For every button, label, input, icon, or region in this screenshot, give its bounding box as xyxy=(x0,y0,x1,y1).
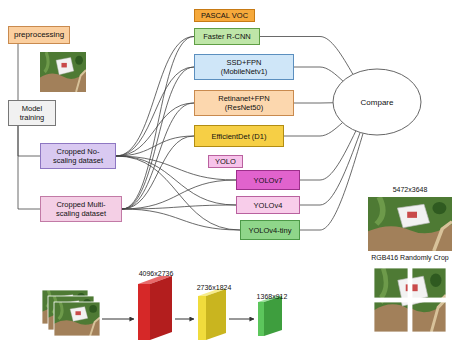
node-text: RGB416 Randomly Crop xyxy=(360,254,460,262)
process-box: EfficientDet (D1) xyxy=(194,125,284,147)
connector xyxy=(122,209,240,230)
feature-map xyxy=(138,284,150,340)
process-box: YOLOv4 xyxy=(236,196,300,214)
node-text: Faster R-CNN xyxy=(203,32,251,41)
connector xyxy=(122,103,194,209)
label-holder: 1368x912 xyxy=(257,285,288,303)
node-text: Cropped Multi-scaling dataset xyxy=(46,200,116,218)
compare-node: Compare xyxy=(332,68,422,136)
connector xyxy=(18,126,40,156)
node-text: Compare xyxy=(361,98,394,107)
flow-arrow xyxy=(102,319,134,320)
connector xyxy=(300,131,356,180)
connector xyxy=(300,133,363,230)
node-text: YOLOv7 xyxy=(254,176,283,185)
process-box: YOLOv7 xyxy=(236,170,300,190)
dimension-label: 2736x1824 xyxy=(197,284,232,292)
connector xyxy=(116,67,194,156)
process-box: Cropped Multi-scaling dataset xyxy=(40,196,122,222)
aerial-photo xyxy=(54,302,100,336)
photo-frame xyxy=(374,268,408,298)
process-box: Cropped No-scaling dataset xyxy=(40,143,116,169)
process-box: YOLOv4-tiny xyxy=(240,220,300,240)
connector xyxy=(122,37,194,210)
connector xyxy=(122,180,236,209)
connector xyxy=(300,132,360,205)
connector xyxy=(18,44,19,100)
process-box: Retinanet+FPN (ResNet50) xyxy=(194,90,294,116)
label-holder: 2736x1824 xyxy=(197,276,232,294)
aerial-photo xyxy=(40,52,86,92)
node-text: Retinanet+FPN (ResNet50) xyxy=(217,94,271,112)
flow-arrow xyxy=(229,319,254,320)
node-text: SSD+FPN (MobileNetv1) xyxy=(219,58,269,76)
feature-map xyxy=(150,276,172,340)
node-text: YOLOv4 xyxy=(254,201,283,210)
process-box: SSD+FPN (MobileNetv1) xyxy=(194,54,294,80)
node-text: preprocessing xyxy=(14,30,64,40)
group-heading: PASCAL VOC xyxy=(194,9,255,22)
label-holder: 4096x2736 xyxy=(139,262,174,280)
connector xyxy=(294,102,333,103)
dimension-label: 1368x912 xyxy=(257,293,288,301)
photo-frame xyxy=(374,302,408,332)
connector xyxy=(294,67,343,81)
process-box: Faster R-CNN xyxy=(194,28,260,45)
feature-map xyxy=(206,289,226,340)
group-heading: YOLO xyxy=(208,155,243,168)
model-group: PASCAL VOC Faster R-CNN SSD+FPN (MobileNet… xyxy=(146,4,312,152)
connector xyxy=(122,205,236,209)
node-text: YOLOv4-tiny xyxy=(249,226,292,235)
node-text: EfficientDet (D1) xyxy=(212,132,267,141)
connector xyxy=(122,67,194,209)
feature-map xyxy=(264,296,282,336)
node-text: Cropped No-scaling dataset xyxy=(46,147,110,165)
node-text: 5472x3648 xyxy=(360,186,460,194)
connector xyxy=(284,123,343,136)
flow-arrow xyxy=(175,319,194,320)
process-box: preprocessing xyxy=(8,26,70,44)
model-group: YOLO YOLOv7YOLOv4YOLOv4-tiny xyxy=(198,150,306,244)
group-fill xyxy=(360,183,460,341)
process-box: Model training xyxy=(8,100,56,126)
dimension-label: 4096x2736 xyxy=(139,270,174,278)
photo-frame xyxy=(412,302,446,332)
connector xyxy=(122,136,194,209)
compare-ellipse xyxy=(333,69,421,135)
photo-frame xyxy=(412,268,446,298)
feature-map xyxy=(198,296,206,340)
feature-map xyxy=(258,302,264,336)
photo-frame xyxy=(54,302,100,336)
connector xyxy=(18,126,40,209)
node-text: Model training xyxy=(14,104,50,122)
aerial-photo xyxy=(368,197,452,251)
crop-panel: 5472x3648RGB416 Randomly Crop xyxy=(360,183,460,341)
